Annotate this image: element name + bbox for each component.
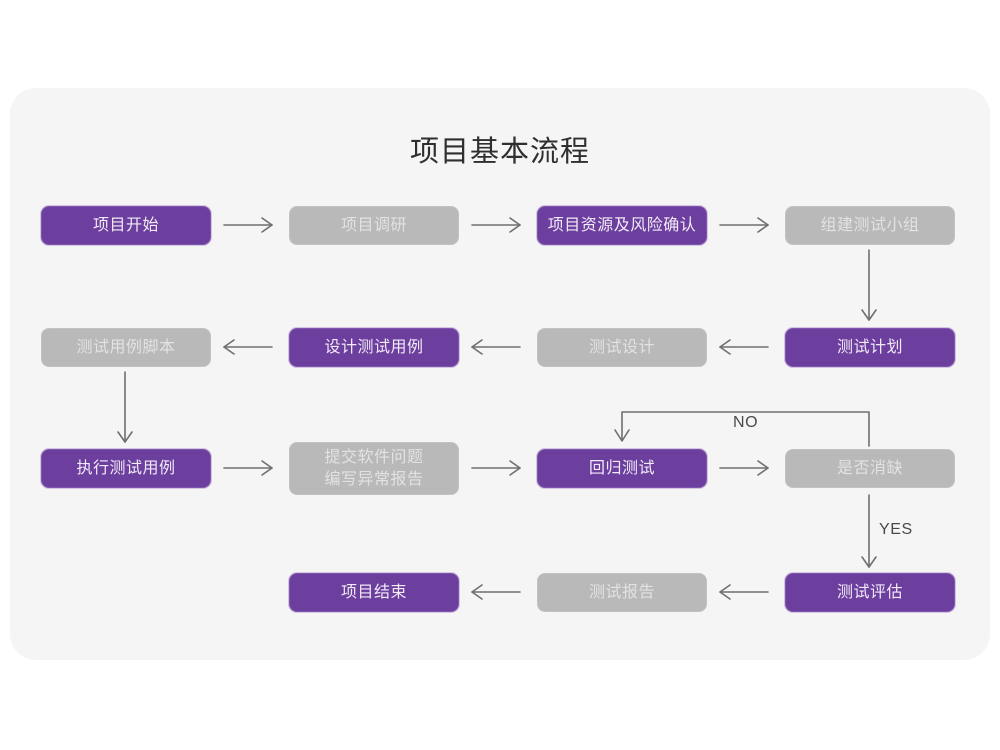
node-test-plan[interactable]: 测试计划 [785,328,955,367]
node-test-evaluation[interactable]: 测试评估 [785,573,955,612]
node-defect-cleared[interactable]: 是否消缺 [785,449,955,488]
diagram-panel [10,88,990,660]
node-form-test-team[interactable]: 组建测试小组 [785,206,955,245]
node-test-case-script[interactable]: 测试用例脚本 [41,328,211,367]
node-regression-test[interactable]: 回归测试 [537,449,707,488]
page-title: 项目基本流程 [409,136,590,168]
edge-label-yes: YES [879,521,913,538]
node-design-test-cases[interactable]: 设计测试用例 [289,328,459,367]
node-project-start[interactable]: 项目开始 [41,206,211,245]
node-submit-issues-report[interactable]: 提交软件问题 编写异常报告 [289,442,459,495]
node-execute-test-cases[interactable]: 执行测试用例 [41,449,211,488]
node-project-research[interactable]: 项目调研 [289,206,459,245]
node-resource-risk-confirm[interactable]: 项目资源及风险确认 [537,206,707,245]
node-project-end[interactable]: 项目结束 [289,573,459,612]
node-test-report[interactable]: 测试报告 [537,573,707,612]
node-test-design[interactable]: 测试设计 [537,328,707,367]
edge-label-no: NO [733,414,759,431]
